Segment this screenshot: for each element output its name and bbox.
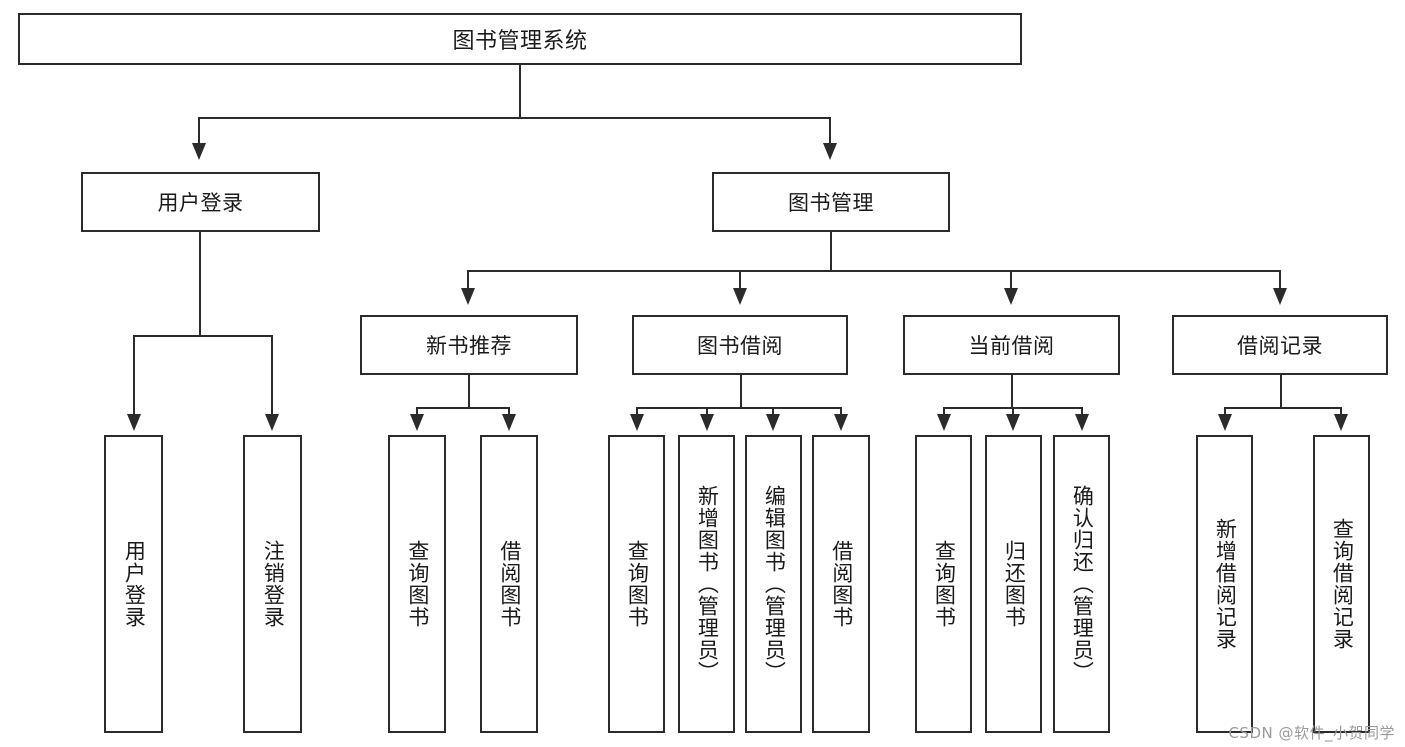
node-leaf-logout-login[interactable]: 注销登录 [243,435,302,733]
arrowhead-new-book-recommend [461,288,475,305]
edge-level2-bus [467,270,1281,272]
node-label: 借阅图书 [829,540,854,628]
arrowhead-leaf-borrow-book-2 [834,414,848,431]
edge-level1-bus [198,117,831,119]
arrowhead-leaf-borrow-book-1 [502,414,516,431]
edge-to-book-manage [829,117,831,147]
node-label: 借阅图书 [497,540,522,628]
node-label: 归还图书 [1002,540,1027,628]
node-label: 查询图书 [405,540,430,628]
edge-level2-drop-3 [1010,270,1012,292]
edge-current-borrow-drop-2 [1012,407,1014,418]
edge-user-login-bus [133,335,273,337]
edge-to-user-login [198,117,200,147]
arrowhead-leaf-query-book-1 [410,414,424,431]
edge-root-stem [519,65,521,118]
node-label: 查询图书 [932,540,957,628]
node-leaf-query-book-3[interactable]: 查询图书 [915,435,972,733]
node-leaf-borrow-book-2[interactable]: 借阅图书 [812,435,870,733]
edge-borrow-record-drop-1 [1224,407,1226,418]
node-leaf-query-record[interactable]: 查询借阅记录 [1313,435,1370,733]
arrowhead-leaf-query-book-3 [937,414,951,431]
node-leaf-add-book[interactable]: 新增图书（管理员） [678,435,735,733]
edge-level2-drop-1 [467,270,469,292]
node-user-login[interactable]: 用户登录 [81,172,320,232]
edge-user-login-drop-1 [133,335,135,418]
node-label: 查询借阅记录 [1330,518,1355,650]
arrowhead-current-borrow [1004,288,1018,305]
arrowhead-leaf-query-record [1334,414,1348,431]
node-leaf-borrow-book-1[interactable]: 借阅图书 [480,435,538,733]
edge-user-login-stem [199,232,201,336]
node-label: 新增借阅记录 [1213,518,1238,650]
edge-current-borrow-stem [1011,375,1013,408]
arrowhead-leaf-logout-login [265,414,279,431]
edge-new-book-bus [416,407,509,409]
node-book-manage[interactable]: 图书管理 [712,172,950,232]
node-new-book-recommend[interactable]: 新书推荐 [360,315,578,375]
edge-book-borrow-drop-4 [840,407,842,418]
arrowhead-borrow-record [1273,288,1287,305]
arrowhead-book-manage [823,143,837,160]
arrowhead-leaf-return-book [1006,414,1020,431]
node-label: 确认归还（管理员） [1070,485,1095,683]
edge-book-borrow-drop-2 [706,407,708,418]
node-leaf-user-login[interactable]: 用户登录 [104,435,163,733]
edge-user-login-drop-2 [271,335,273,418]
edge-current-borrow-drop-1 [943,407,945,418]
arrowhead-leaf-add-book [700,414,714,431]
node-root-system[interactable]: 图书管理系统 [18,13,1022,65]
edge-level2-drop-2 [739,270,741,292]
node-label: 新增图书（管理员） [695,485,720,683]
node-leaf-query-book-2[interactable]: 查询图书 [608,435,665,733]
edge-new-book-stem [468,375,470,408]
edge-book-borrow-drop-1 [636,407,638,418]
node-label: 当前借阅 [968,334,1055,358]
arrowhead-leaf-confirm-return [1075,414,1089,431]
node-label: 注销登录 [261,540,286,628]
edge-book-borrow-drop-3 [772,407,774,418]
arrowhead-leaf-edit-book [766,414,780,431]
arrowhead-user-login [192,143,206,160]
edge-borrow-record-bus [1224,407,1342,409]
node-label: 图书管理系统 [452,29,588,54]
node-label: 新书推荐 [426,334,512,358]
node-label: 借阅记录 [1237,334,1323,358]
arrowhead-leaf-user-login [127,414,141,431]
edge-new-book-drop-1 [416,407,418,418]
edge-book-borrow-bus [636,407,841,409]
node-book-borrow[interactable]: 图书借阅 [632,315,848,375]
node-label: 查询图书 [625,540,650,628]
edge-borrow-record-drop-2 [1340,407,1342,418]
node-label: 图书管理 [788,191,874,215]
edge-new-book-drop-2 [508,407,510,418]
node-borrow-record[interactable]: 借阅记录 [1172,315,1388,375]
edge-book-borrow-stem [740,375,742,408]
arrowhead-leaf-add-record [1218,414,1232,431]
node-label: 图书借阅 [697,334,783,358]
arrowhead-book-borrow [733,288,747,305]
node-leaf-confirm-return[interactable]: 确认归还（管理员） [1053,435,1110,733]
node-label: 用户登录 [157,191,244,215]
node-leaf-add-record[interactable]: 新增借阅记录 [1196,435,1253,733]
node-label: 用户登录 [122,540,147,628]
node-leaf-return-book[interactable]: 归还图书 [985,435,1042,733]
node-current-borrow[interactable]: 当前借阅 [903,315,1120,375]
arrowhead-leaf-query-book-2 [630,414,644,431]
edge-current-borrow-drop-3 [1081,407,1083,418]
watermark-text: CSDN @软件_小贺同学 [1228,724,1395,742]
edge-level2-drop-4 [1279,270,1281,292]
node-label: 编辑图书（管理员） [762,485,787,683]
node-leaf-edit-book[interactable]: 编辑图书（管理员） [745,435,802,733]
edge-borrow-record-stem [1280,375,1282,408]
node-leaf-query-book-1[interactable]: 查询图书 [388,435,446,733]
edge-book-manage-stem [830,232,832,272]
